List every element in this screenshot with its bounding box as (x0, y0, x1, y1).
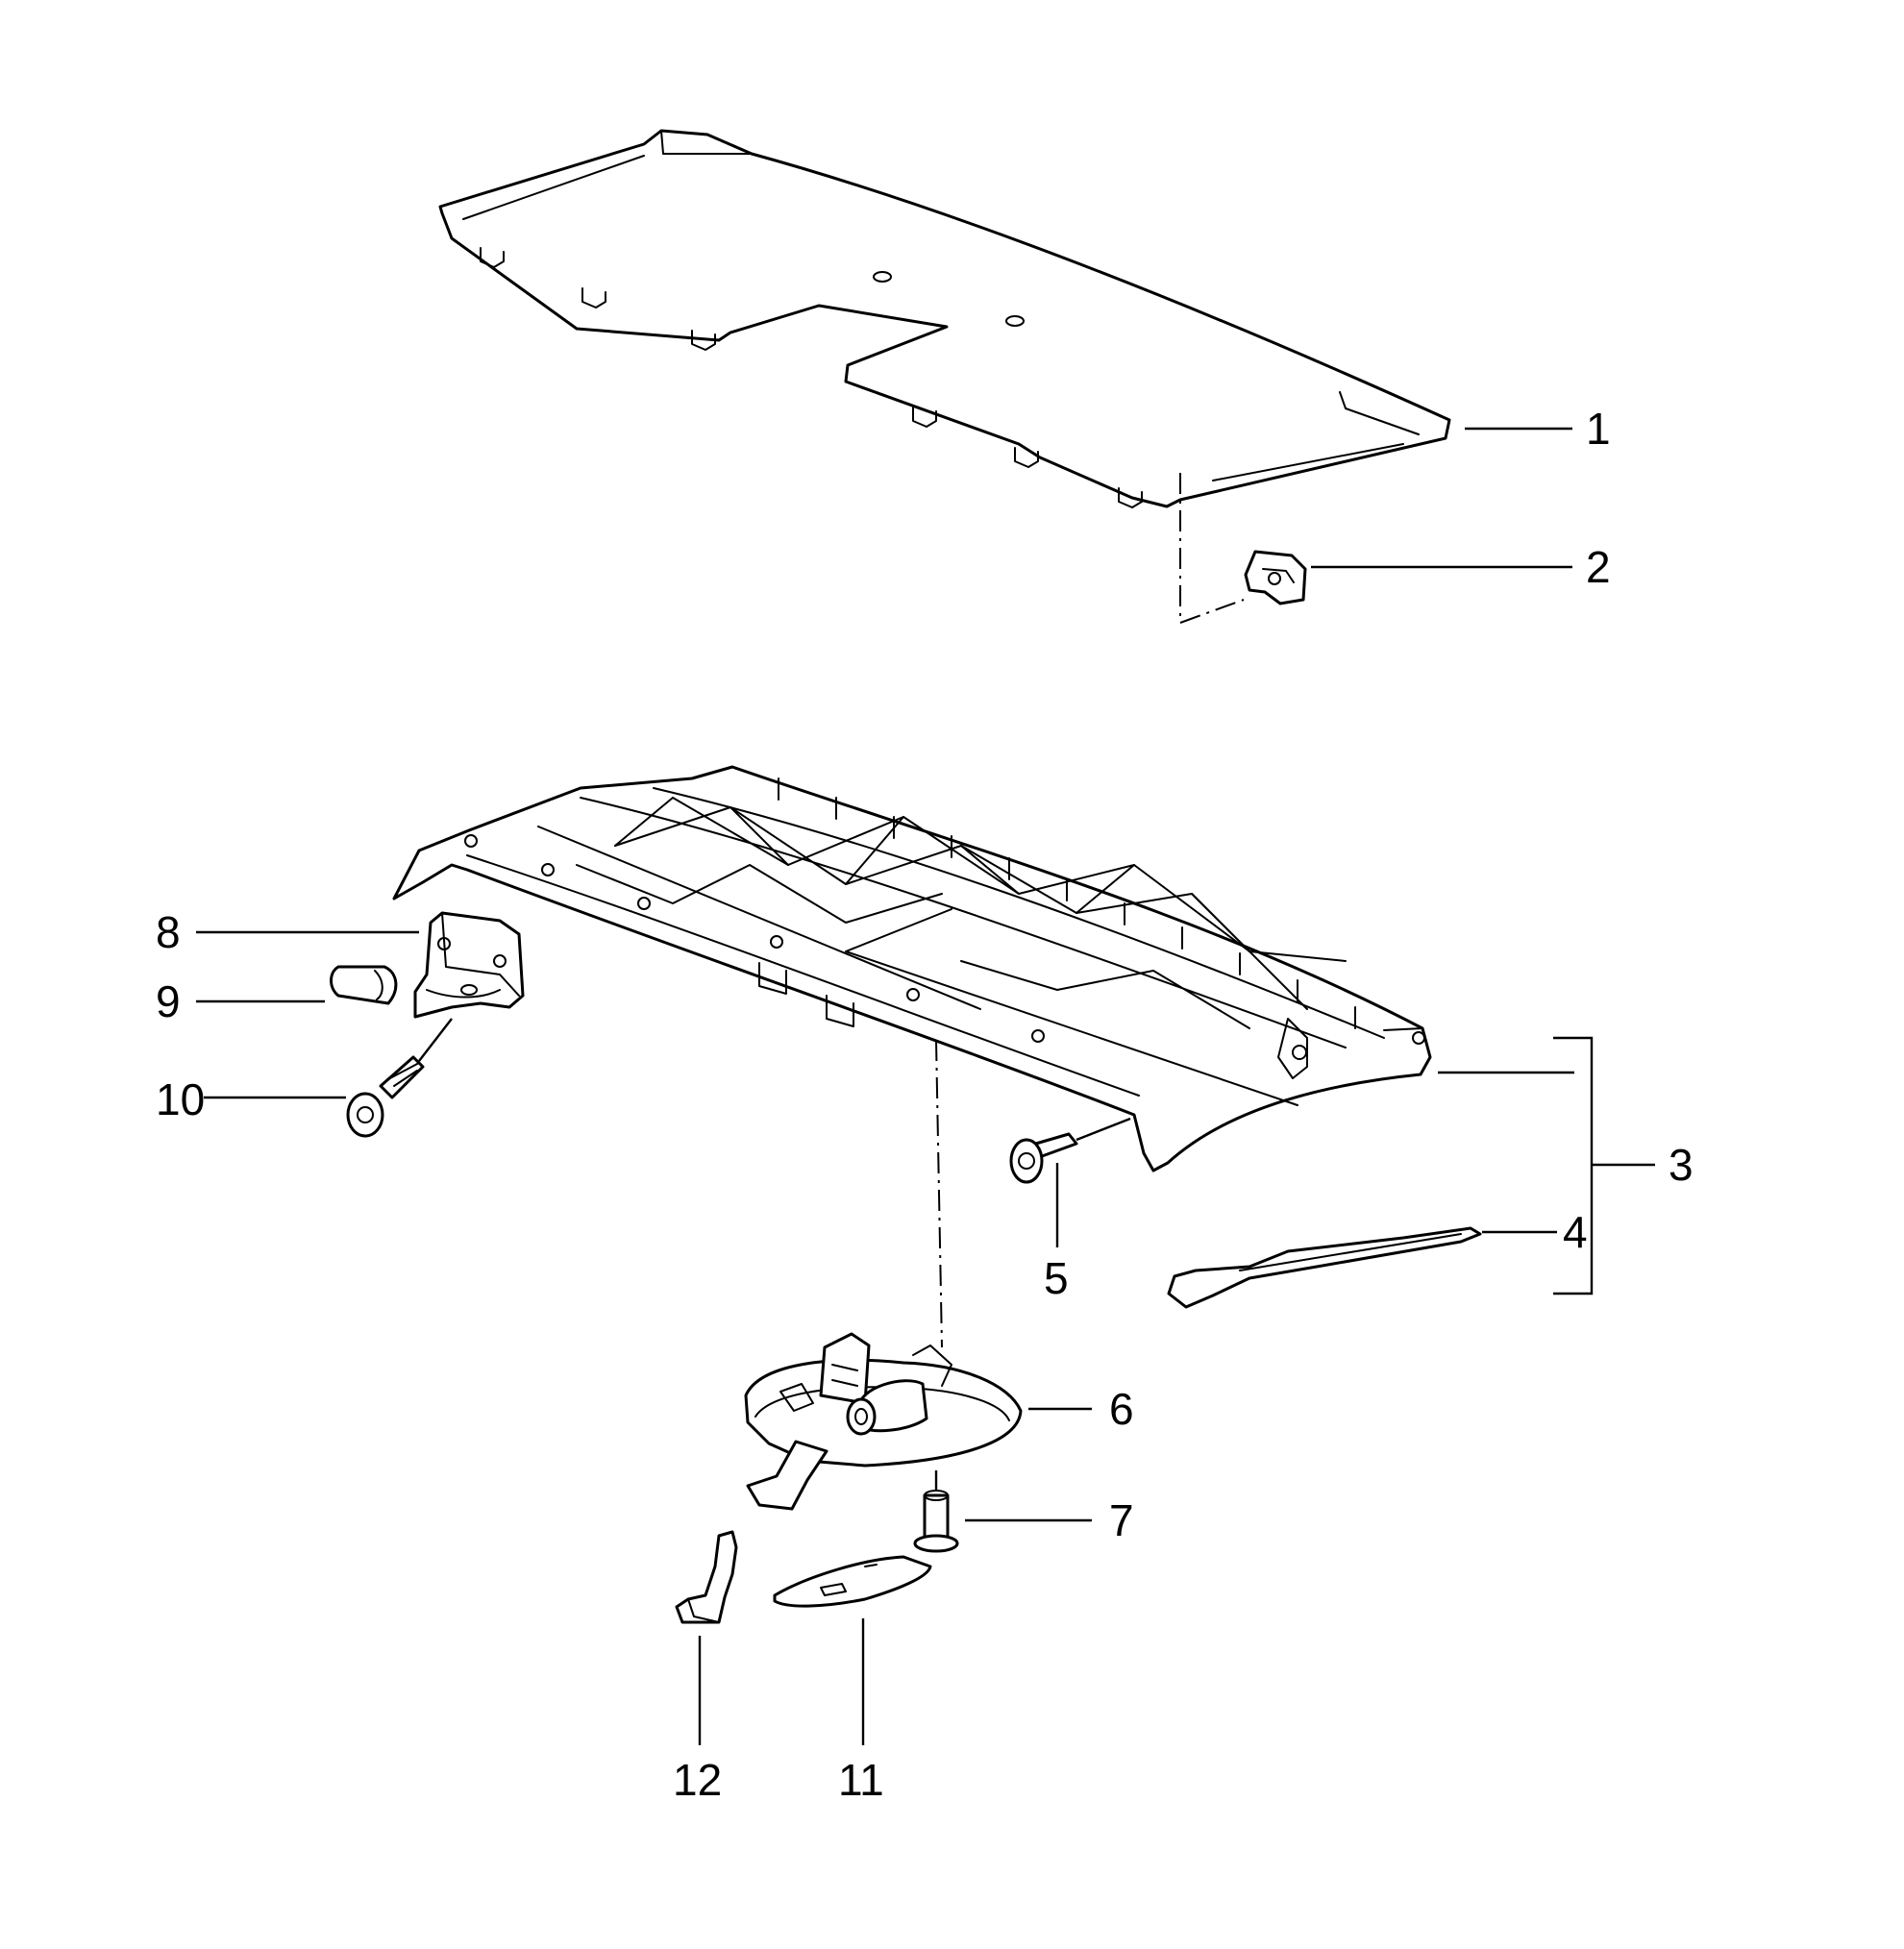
callout-5: 5 (1044, 1253, 1069, 1303)
part-10-bolt (346, 1055, 425, 1138)
callout-7: 7 (1109, 1495, 1134, 1545)
part-3-shelf-frame (392, 765, 1432, 1172)
callout-6: 6 (1109, 1384, 1134, 1434)
leader-10-to-8 (418, 1018, 453, 1062)
leader-5-to-frame (1076, 1117, 1131, 1142)
part-8-bracket (413, 911, 525, 1019)
part-9-cap (330, 965, 398, 1005)
callout-12: 12 (673, 1755, 722, 1805)
callout-2: 2 (1586, 542, 1611, 592)
part-5-screw (1009, 1132, 1078, 1184)
callout-8: 8 (156, 907, 181, 957)
part-2-clip (1244, 550, 1307, 605)
assembly-line-2 (1179, 473, 1245, 625)
part-12-lever (675, 1530, 738, 1624)
bracket-3-4 (1553, 1036, 1655, 1295)
part-6-motor-unit (744, 1332, 1023, 1511)
callout-9: 9 (156, 976, 181, 1026)
callout-4: 4 (1563, 1207, 1588, 1257)
callout-1: 1 (1586, 404, 1611, 454)
part-1-shelf-cover (438, 129, 1451, 508)
part-4-trim-strip (1167, 1226, 1482, 1309)
callout-10: 10 (156, 1074, 205, 1124)
part-11-cover-plate (773, 1555, 932, 1608)
part-7-pin (913, 1490, 959, 1553)
assembly-line-6 (935, 1039, 943, 1348)
callout-3: 3 (1669, 1140, 1694, 1190)
callout-11: 11 (838, 1755, 884, 1805)
